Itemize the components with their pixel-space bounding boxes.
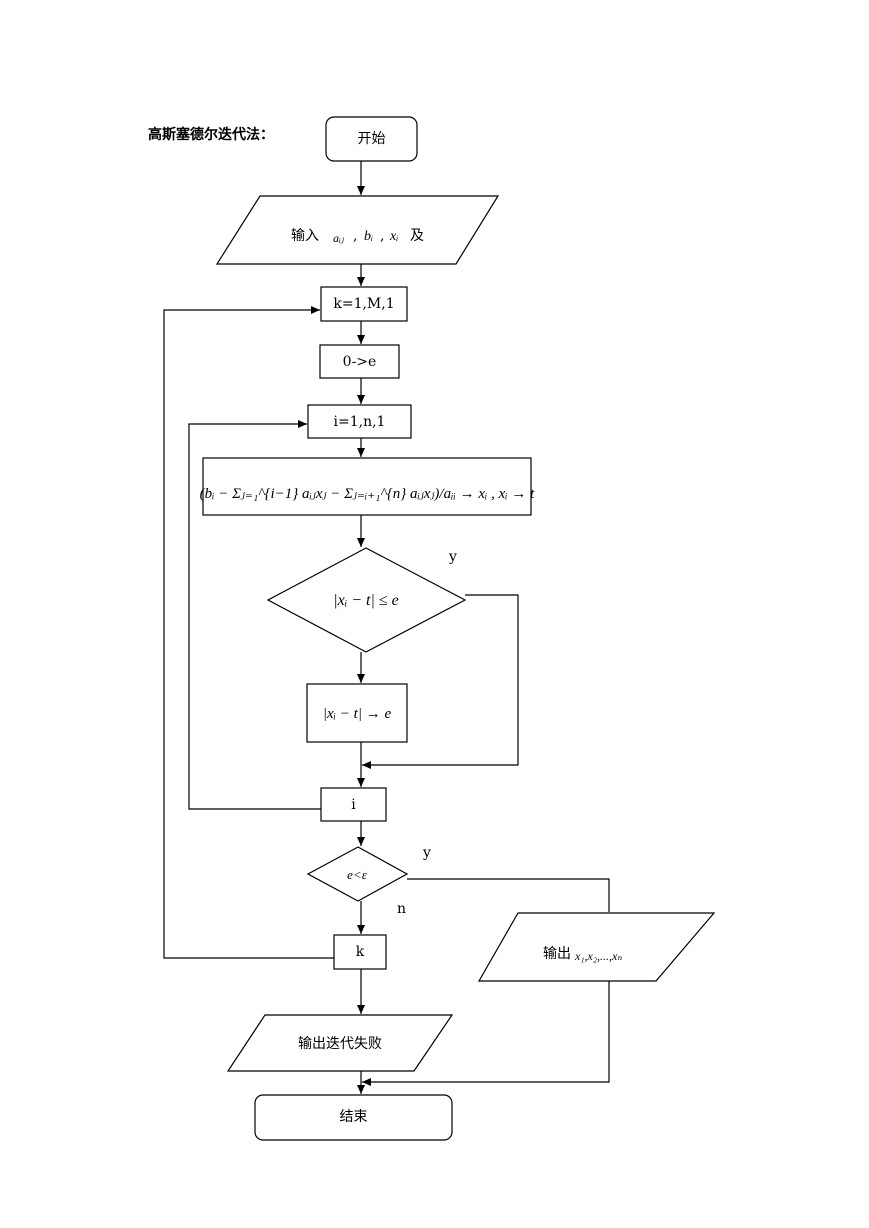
cond-eps-label: e<ε <box>347 867 368 882</box>
cond-eps-yes-label: y <box>422 845 431 861</box>
assign-e-node: |xᵢ − t| → e <box>306 683 408 743</box>
edge-k-loopback <box>163 306 334 959</box>
start-node: 开始 <box>325 116 418 162</box>
end-i-label: i <box>351 797 356 813</box>
cond-eps-node: e<ε <box>306 846 409 902</box>
formula-node: (bᵢ − Σⱼ₌₁^{i−1} aᵢⱼxⱼ − Σⱼ₌ᵢ₊₁^{n} aᵢⱼx… <box>200 457 535 516</box>
end-node: 结束 <box>254 1094 453 1141</box>
svg-text:,: , <box>353 228 357 244</box>
output-x-node: 输出 x₁,x₂,...,xₙ <box>477 912 716 982</box>
end-k-label: k <box>356 944 365 960</box>
init-e-label: 0->e <box>343 354 377 370</box>
init-e-node: 0->e <box>319 344 400 379</box>
diagram-title: 高斯塞德尔迭代法： <box>148 126 274 143</box>
input-b-label: bᵢ <box>364 229 373 244</box>
output-fail-label: 输出迭代失败 <box>298 1036 382 1052</box>
loop-i-node: i=1,n,1 <box>307 404 412 439</box>
input-prefix-label: 输入 <box>291 228 319 244</box>
loop-k-label: k=1,M,1 <box>333 296 394 312</box>
output-x-vars-label: x₁,x₂,...,xₙ <box>574 949 622 963</box>
start-label: 开始 <box>358 131 386 147</box>
cond-xt-node: |xᵢ − t| ≤ e <box>266 547 467 653</box>
output-fail-node: 输出迭代失败 <box>226 1014 454 1072</box>
edge-cond-yes-bypass <box>362 594 519 769</box>
input-x-label: xᵢ <box>389 229 398 244</box>
end-label: 结束 <box>340 1109 368 1125</box>
loop-i-label: i=1,n,1 <box>334 414 386 430</box>
edge-eps-yes <box>407 878 610 912</box>
edge-i-loopback <box>188 420 321 810</box>
end-k-node: k <box>333 934 387 970</box>
formula-label: (bᵢ − Σⱼ₌₁^{i−1} aᵢⱼxⱼ − Σⱼ₌ᵢ₊₁^{n} aᵢⱼx… <box>200 486 535 502</box>
cond-eps-no-label: n <box>397 901 406 917</box>
svg-text:,: , <box>380 228 384 244</box>
output-x-prefix-label: 输出 <box>543 946 571 962</box>
loop-k-node: k=1,M,1 <box>320 286 408 322</box>
input-a-label: aᵢⱼ <box>333 231 345 245</box>
edge-output-end <box>362 981 610 1086</box>
input-suffix-label: 及 <box>410 228 424 244</box>
assign-e-label: |xᵢ − t| → e <box>323 706 392 722</box>
end-i-node: i <box>320 787 387 822</box>
cond-xt-yes-label: y <box>448 549 457 565</box>
input-node: 输入 aᵢⱼ , bᵢ , xᵢ 及 <box>215 195 500 265</box>
cond-xt-label: |xᵢ − t| ≤ e <box>333 592 399 609</box>
